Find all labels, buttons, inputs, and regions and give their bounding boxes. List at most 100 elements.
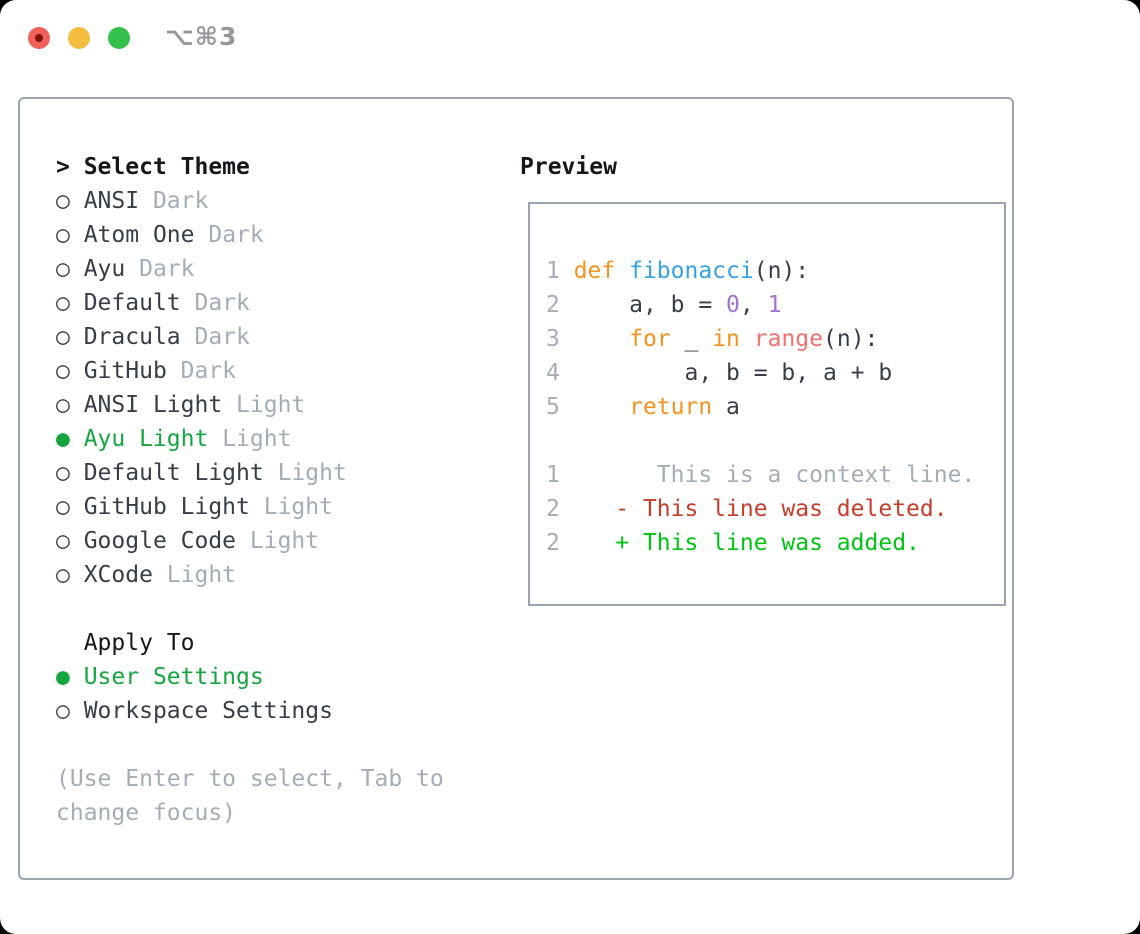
theme-option-default-light[interactable]: ○ Default Light Light bbox=[56, 456, 444, 490]
radio-unselected-icon: ○ bbox=[56, 698, 70, 724]
code-token bbox=[574, 326, 629, 352]
theme-name: Atom One bbox=[69, 222, 209, 248]
code-token: 1 bbox=[546, 258, 574, 284]
theme-picker-panel: > Select Theme○ ANSI Dark○ Atom One Dark… bbox=[18, 97, 1014, 880]
radio-selected-icon: ● bbox=[56, 664, 70, 690]
code-token: 0 bbox=[726, 292, 740, 318]
radio-unselected-icon: ○ bbox=[56, 528, 70, 554]
radio-unselected-icon: ○ bbox=[56, 358, 70, 384]
theme-variant: Dark bbox=[139, 256, 195, 282]
zoom-button[interactable] bbox=[108, 27, 130, 49]
code-token: def bbox=[573, 258, 630, 284]
code-token: a, b = bbox=[573, 292, 727, 318]
theme-name: Ayu bbox=[69, 256, 140, 282]
apply-option-workspace-settings[interactable]: ○ Workspace Settings bbox=[56, 694, 444, 728]
spacer bbox=[56, 728, 444, 762]
code-token: 1 This is a context line. bbox=[546, 462, 976, 488]
theme-option-xcode[interactable]: ○ XCode Light bbox=[56, 558, 444, 592]
radio-unselected-icon: ○ bbox=[56, 222, 70, 248]
theme-list-title: Select Theme bbox=[83, 154, 250, 180]
theme-name: GitHub bbox=[69, 358, 181, 384]
preview-line-3: 3 for _ in range(n): bbox=[546, 322, 975, 356]
code-token: 1 bbox=[767, 292, 782, 318]
theme-variant: Light bbox=[236, 392, 306, 418]
preview-line-5: 5 return a bbox=[546, 390, 975, 424]
theme-variant: Dark bbox=[194, 290, 250, 316]
code-token: in bbox=[712, 326, 740, 352]
radio-unselected-icon: ○ bbox=[56, 324, 70, 350]
code-token: a, b = b, a + b bbox=[573, 360, 893, 386]
hint-line: (Use Enter to select, Tab to bbox=[56, 766, 444, 792]
theme-name: Google Code bbox=[69, 528, 250, 554]
code-token: _ bbox=[670, 326, 713, 352]
theme-variant: Dark bbox=[194, 324, 250, 350]
theme-name: Ayu Light bbox=[69, 426, 223, 452]
radio-unselected-icon: ○ bbox=[56, 256, 70, 282]
code-token: a bbox=[712, 394, 740, 420]
code-token bbox=[574, 394, 629, 420]
theme-option-atom-one[interactable]: ○ Atom One Dark bbox=[56, 218, 444, 252]
radio-unselected-icon: ○ bbox=[56, 562, 70, 588]
preview-heading: Preview bbox=[520, 154, 617, 180]
radio-unselected-icon: ○ bbox=[56, 460, 70, 486]
code-token: + This line was added. bbox=[615, 530, 920, 556]
theme-variant: Light bbox=[277, 460, 347, 486]
theme-option-ayu-light[interactable]: ● Ayu Light Light bbox=[56, 422, 444, 456]
apply-option-user-settings[interactable]: ● User Settings bbox=[56, 660, 444, 694]
code-token: 2 bbox=[546, 292, 574, 318]
theme-variant: Dark bbox=[152, 188, 209, 214]
radio-unselected-icon: ○ bbox=[56, 392, 70, 418]
radio-selected-icon: ● bbox=[56, 426, 70, 452]
theme-option-ansi[interactable]: ○ ANSI Dark bbox=[56, 184, 444, 218]
theme-variant: Light bbox=[222, 426, 292, 452]
code-token: - This line was deleted. bbox=[615, 496, 948, 522]
code-token: fibonacci bbox=[629, 258, 754, 284]
code-token: (n): bbox=[753, 258, 810, 284]
preview-line-7: 1 This is a context line. bbox=[546, 458, 975, 492]
theme-option-default[interactable]: ○ Default Dark bbox=[56, 286, 444, 320]
code-token: return bbox=[629, 394, 713, 420]
theme-option-github-light[interactable]: ○ GitHub Light Light bbox=[56, 490, 444, 524]
theme-name: ANSI bbox=[69, 188, 153, 214]
radio-unselected-icon: ○ bbox=[56, 188, 70, 214]
apply-option-label: User Settings bbox=[69, 664, 264, 690]
theme-variant: Light bbox=[263, 494, 333, 520]
apply-to-heading: Apply To bbox=[56, 626, 444, 660]
code-token: 4 bbox=[546, 360, 574, 386]
code-token bbox=[740, 326, 754, 352]
hint-text: (Use Enter to select, Tab to bbox=[56, 762, 444, 796]
theme-name: XCode bbox=[69, 562, 167, 588]
radio-unselected-icon: ○ bbox=[56, 494, 70, 520]
selection-caret: > bbox=[56, 154, 84, 180]
theme-variant: Light bbox=[166, 562, 237, 588]
theme-list: > Select Theme○ ANSI Dark○ Atom One Dark… bbox=[56, 150, 444, 830]
code-token bbox=[560, 530, 615, 556]
code-token bbox=[560, 496, 615, 522]
theme-name: GitHub Light bbox=[69, 494, 264, 520]
keyboard-shortcut-label: ⌥⌘3 bbox=[165, 22, 238, 51]
theme-name: Default bbox=[69, 290, 195, 316]
preview-line-6 bbox=[546, 424, 975, 458]
code-token: , bbox=[739, 292, 768, 318]
apply-option-label: Workspace Settings bbox=[69, 698, 333, 724]
theme-variant: Dark bbox=[180, 358, 237, 384]
close-button[interactable] bbox=[28, 27, 50, 49]
theme-option-ansi-light[interactable]: ○ ANSI Light Light bbox=[56, 388, 444, 422]
code-token: 3 bbox=[546, 326, 574, 352]
apply-to-label: Apply To bbox=[56, 630, 195, 656]
theme-name: ANSI Light bbox=[69, 392, 237, 418]
minimize-button[interactable] bbox=[68, 27, 90, 49]
theme-option-dracula[interactable]: ○ Dracula Dark bbox=[56, 320, 444, 354]
theme-option-ayu[interactable]: ○ Ayu Dark bbox=[56, 252, 444, 286]
theme-name: Dracula bbox=[69, 324, 195, 350]
code-token: 2 bbox=[546, 496, 560, 522]
theme-option-github[interactable]: ○ GitHub Dark bbox=[56, 354, 444, 388]
theme-variant: Dark bbox=[208, 222, 264, 248]
hint-text: change focus) bbox=[56, 796, 444, 830]
code-token: for bbox=[629, 326, 671, 352]
theme-option-google-code[interactable]: ○ Google Code Light bbox=[56, 524, 444, 558]
preview-line-2: 2 a, b = 0, 1 bbox=[546, 288, 975, 322]
